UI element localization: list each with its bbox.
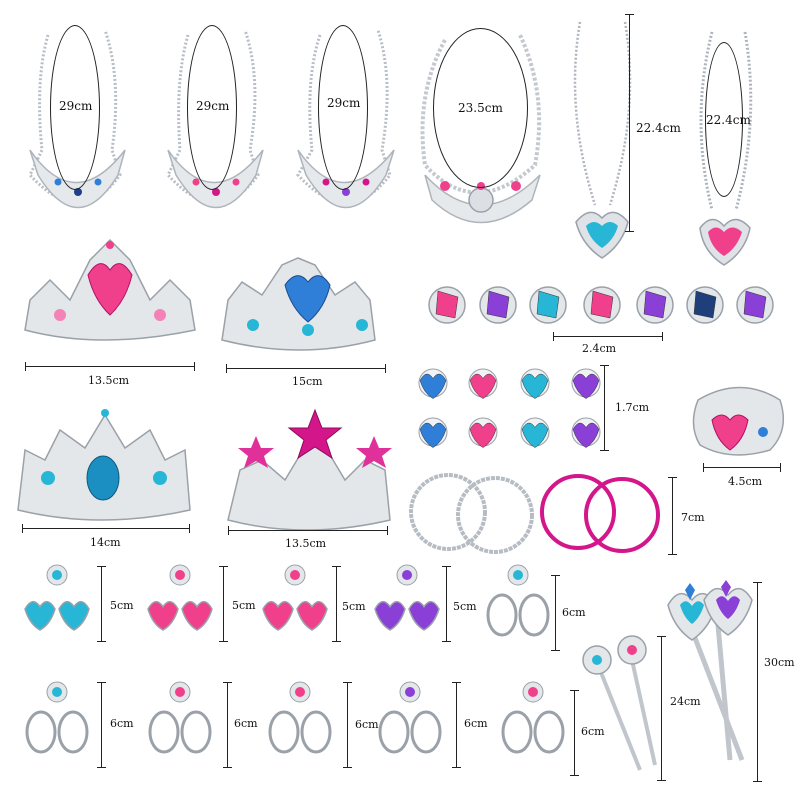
necklace-5-dimension-line (624, 14, 635, 232)
crown-3-dimension-line (22, 523, 190, 534)
ring-large-2 (479, 286, 517, 324)
ring-small-6 (468, 417, 498, 448)
earring-8-dimension-line (342, 682, 353, 768)
necklace-1-size-label: 29cm (59, 99, 93, 113)
crown-4-dimension-line (228, 525, 388, 536)
earring-4-dimension-line (441, 566, 452, 642)
necklace-3-size-label: 29cm (327, 96, 361, 110)
earring-1-size-label: 5cm (110, 599, 134, 612)
necklace-5-size-label: 22.4cm (636, 121, 681, 135)
crown-4-size-label: 13.5cm (285, 537, 327, 550)
necklace-2-measure-oval (187, 25, 237, 190)
ring-small-3 (520, 368, 550, 399)
ring-small-2 (468, 368, 498, 399)
ring-large-7 (736, 286, 774, 324)
crown-2-size-label: 15cm (292, 375, 323, 388)
earring-9-dimension-line (451, 682, 462, 768)
earring-10-size-label: 6cm (581, 725, 605, 738)
ring-large-4 (583, 286, 621, 324)
necklace-4-size-label: 23.5cm (458, 101, 503, 115)
wand-long-size-label: 30cm (764, 656, 795, 669)
earring-5-size-label: 6cm (562, 606, 586, 619)
ring-large-3 (529, 286, 567, 324)
ring-small-4 (571, 368, 601, 399)
ring-large-5 (636, 286, 674, 324)
earring-7-dimension-line (222, 682, 233, 768)
bracelet-size-label: 4.5cm (728, 475, 763, 488)
earring-6 (25, 681, 89, 754)
ring-large-6 (686, 286, 724, 324)
ring-small-7 (520, 417, 550, 448)
earring-6-size-label: 6cm (110, 717, 134, 730)
earring-7 (148, 681, 212, 754)
earring-1-dimension-line (96, 566, 107, 642)
wand-short-dimension-line (656, 636, 667, 781)
earring-10 (501, 681, 565, 754)
crown-2-dimension-line (226, 363, 386, 374)
bangles-dimension-line (667, 477, 678, 555)
earring-8 (268, 681, 332, 754)
rings-large-size-label: 2.4cm (582, 342, 617, 355)
earring-5 (486, 564, 550, 637)
ring-small-8 (571, 417, 601, 448)
earring-3-dimension-line (331, 566, 342, 642)
necklace-6-measure-oval (705, 42, 743, 197)
earring-10-dimension-line (569, 690, 580, 776)
earring-4-size-label: 5cm (453, 600, 477, 613)
earring-2 (147, 564, 213, 631)
earring-9-size-label: 6cm (464, 717, 488, 730)
earring-8-size-label: 6cm (355, 718, 379, 731)
rings-small-size-label: 1.7cm (615, 401, 650, 414)
bracelet-dimension-line (703, 462, 781, 473)
earring-9 (378, 681, 442, 754)
bangles-size-label: 7cm (681, 511, 705, 524)
ring-large-1 (428, 286, 466, 324)
necklace-6-size-label: 22.4cm (706, 113, 751, 127)
rings-large-dimension-line (553, 331, 663, 342)
earring-6-dimension-line (96, 682, 107, 768)
earring-3-size-label: 5cm (342, 600, 366, 613)
crown-1-dimension-line (25, 361, 195, 372)
necklace-1-measure-oval (50, 25, 100, 190)
wand-short-size-label: 24cm (670, 695, 701, 708)
ring-small-1 (418, 368, 448, 399)
earring-1 (24, 564, 90, 631)
earring-7-size-label: 6cm (234, 717, 258, 730)
necklace-3-measure-oval (318, 25, 368, 190)
ring-small-5 (418, 417, 448, 448)
earring-2-dimension-line (218, 566, 229, 642)
earring-4 (374, 564, 440, 631)
earring-2-size-label: 5cm (232, 599, 256, 612)
wand-long-dimension-line (752, 582, 763, 782)
rings-small-dimension-line (599, 365, 610, 451)
crown-3-size-label: 14cm (90, 536, 121, 549)
crown-1-size-label: 13.5cm (88, 374, 130, 387)
earring-3 (262, 564, 328, 631)
necklace-4-measure-oval (433, 28, 528, 188)
earring-5-dimension-line (550, 575, 561, 651)
necklace-2-size-label: 29cm (196, 99, 230, 113)
